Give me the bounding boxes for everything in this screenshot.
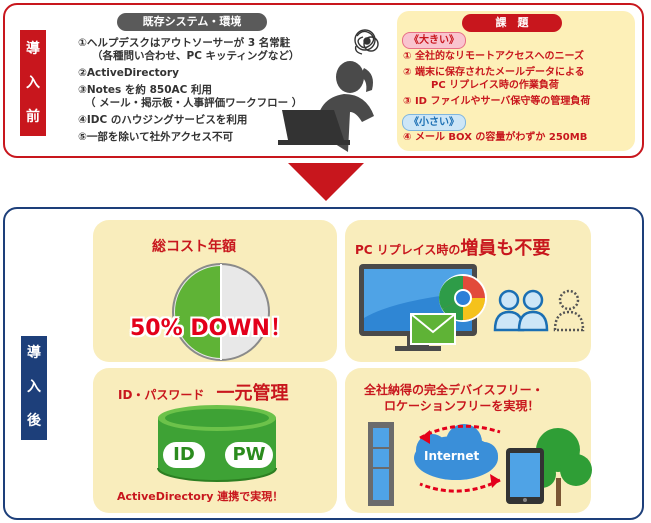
issue-item: ② 端末に保存されたメールデータによる bbox=[403, 67, 585, 78]
pc-devices-icon bbox=[359, 264, 585, 351]
device-free-title-line2: ロケーションフリーを実現！ bbox=[384, 399, 540, 413]
cost-pie-icon bbox=[172, 263, 270, 361]
existing-item: （各種問い合わせ、PC キッティングなど） bbox=[92, 50, 300, 62]
existing-item: ④IDC のハウジングサービスを利用 bbox=[78, 114, 248, 126]
title-emphasis: 増員も不要 bbox=[460, 238, 551, 259]
before-label-char: 入 bbox=[26, 75, 40, 91]
existing-item: ①ヘルプデスクはアウトソーサーが 3 名常駐 bbox=[78, 37, 291, 49]
worried-person-icon bbox=[278, 29, 379, 152]
id-management-card-title: ID・パスワード 一元管理 bbox=[118, 379, 288, 405]
internet-illustration-icon bbox=[368, 422, 592, 506]
before-label-char: 導 bbox=[26, 41, 40, 57]
big-priority-badge: 《大きい》 bbox=[402, 32, 466, 49]
issue-item: ① 全社的なリモートアクセスへのニーズ bbox=[403, 51, 584, 62]
issue-item: ③ ID ファイルやサーバ保守等の管理負荷 bbox=[403, 96, 591, 107]
id-management-subtitle: ActiveDirectory 連携で実現！ bbox=[117, 490, 284, 503]
title-emphasis: 一元管理 bbox=[216, 383, 289, 404]
before-label-char: 前 bbox=[26, 109, 40, 125]
small-priority-badge: 《小さい》 bbox=[402, 114, 466, 131]
issue-item: ④ メール BOX の容量がわずか 250MB bbox=[403, 132, 588, 143]
cost-reduction-text: 50% DOWN！ bbox=[130, 316, 292, 341]
existing-item: ⑤一部を除いて社外アクセス不可 bbox=[78, 131, 234, 143]
after-label-char: 導 bbox=[27, 345, 41, 361]
pw-label: PW bbox=[232, 444, 266, 465]
before-label: 導 入 前 bbox=[20, 30, 46, 136]
device-free-title-line1: 全社納得の完全デバイスフリー・ bbox=[364, 383, 544, 397]
after-label-char: 後 bbox=[27, 413, 41, 429]
id-badge: ID bbox=[163, 442, 205, 468]
issues-title: 課 題 bbox=[462, 14, 562, 32]
internet-label: Internet bbox=[424, 449, 480, 463]
existing-system-title: 既存システム・環境 bbox=[117, 13, 267, 31]
title-prefix: PC リプレイス時の bbox=[355, 243, 461, 257]
pw-badge: PW bbox=[225, 442, 273, 468]
cost-card-title: 総コスト年額 bbox=[152, 239, 236, 255]
down-arrow-icon bbox=[288, 163, 364, 201]
existing-item: ②ActiveDirectory bbox=[78, 67, 179, 79]
issue-item: PC リプレイス時の作業負荷 bbox=[431, 80, 559, 91]
after-label: 導 入 後 bbox=[21, 336, 47, 440]
existing-item: （ メール・掲示板・人事評価ワークフロー ） bbox=[85, 97, 303, 109]
existing-item: ③Notes を約 850AC 利用 bbox=[78, 84, 212, 96]
id-label: ID bbox=[173, 444, 195, 465]
after-label-char: 入 bbox=[27, 379, 41, 395]
pc-replace-card-title: PC リプレイス時の増員も不要 bbox=[355, 234, 550, 260]
title-prefix: ID・パスワード bbox=[118, 388, 205, 402]
